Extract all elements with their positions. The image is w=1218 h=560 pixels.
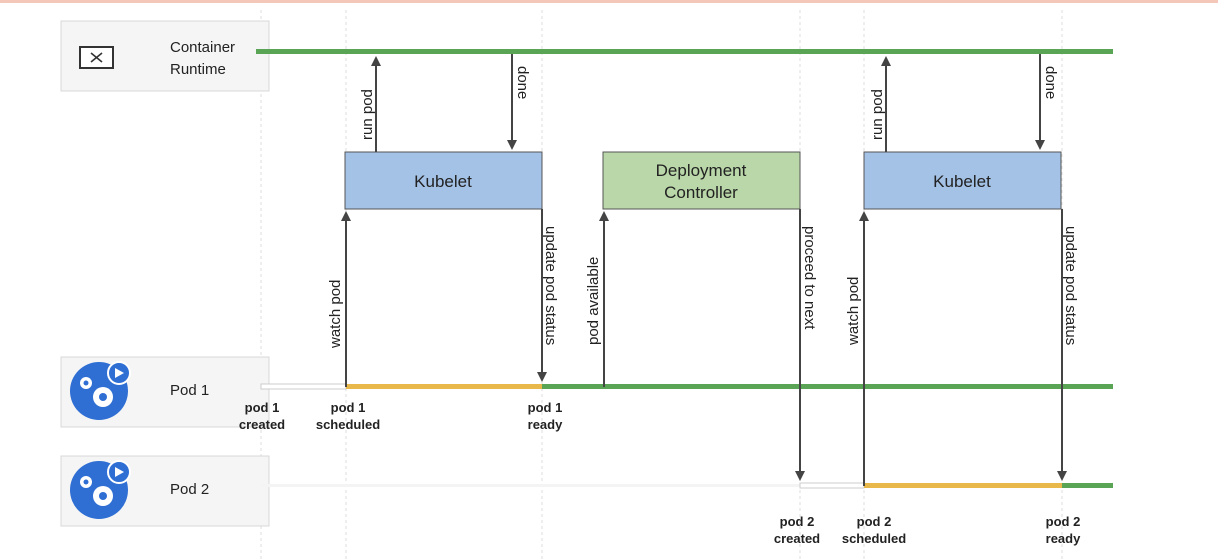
deployment-controller-box: Deployment Controller xyxy=(602,151,801,210)
pod2-created-label-1: pod 2 xyxy=(780,514,815,529)
pod-gears-icon xyxy=(70,460,131,519)
pod1-ready-label-2: ready xyxy=(528,417,563,432)
pod2-scheduled-label-1: pod 2 xyxy=(857,514,892,529)
top-accent-bar xyxy=(0,0,1218,3)
kubelet-2-box: Kubelet xyxy=(863,151,1062,210)
deployment-controller-label-line2: Controller xyxy=(664,183,738,202)
run-pod-1-label: run pod xyxy=(359,89,376,140)
container-runtime-label-line1: Container xyxy=(170,39,235,56)
run-pod-2-label: run pod xyxy=(869,89,886,140)
guide-lines xyxy=(260,10,1063,560)
container-runtime-track xyxy=(256,49,1113,54)
pod1-scheduled-label-1: pod 1 xyxy=(331,400,366,415)
pod2-scheduled-label-2: scheduled xyxy=(842,531,906,546)
kubelet-1-label: Kubelet xyxy=(414,172,472,191)
kubelet-2-label: Kubelet xyxy=(933,172,991,191)
watch-pod-1-label: watch pod xyxy=(327,280,344,349)
update-pod-status-1-label: update pod status xyxy=(542,226,559,345)
watch-pod-2-label: watch pod xyxy=(845,277,862,346)
deployment-controller-label-line1: Deployment xyxy=(656,161,747,180)
pod2-ready-label-2: ready xyxy=(1046,531,1081,546)
done-2-label: done xyxy=(1042,66,1059,99)
pod2-panel: Pod 2 xyxy=(60,455,270,527)
container-icon xyxy=(79,46,114,69)
pod1-ready-label-1: pod 1 xyxy=(528,400,563,415)
kubelet-1-box: Kubelet xyxy=(344,151,543,210)
pod-available-label: pod available xyxy=(585,257,602,345)
pod2-ready-label-1: pod 2 xyxy=(1046,514,1081,529)
pod1-track xyxy=(260,383,1113,390)
pod1-panel: Pod 1 xyxy=(60,356,270,428)
pod1-label: Pod 1 xyxy=(170,382,209,399)
container-runtime-label-line2: Runtime xyxy=(170,61,226,78)
pod1-created-label-1: pod 1 xyxy=(245,400,280,415)
pod2-track xyxy=(261,482,1113,489)
update-pod-status-2-label: update pod status xyxy=(1062,226,1079,345)
pod1-created-label-2: created xyxy=(239,417,285,432)
pod-gears-icon xyxy=(70,361,131,420)
pod2-created-label-2: created xyxy=(774,531,820,546)
pod2-label: Pod 2 xyxy=(170,481,209,498)
pod1-scheduled-label-2: scheduled xyxy=(316,417,380,432)
container-runtime-panel: Container Runtime xyxy=(60,20,270,92)
done-1-label: done xyxy=(514,66,531,99)
proceed-to-next-label: proceed to next xyxy=(801,226,818,330)
